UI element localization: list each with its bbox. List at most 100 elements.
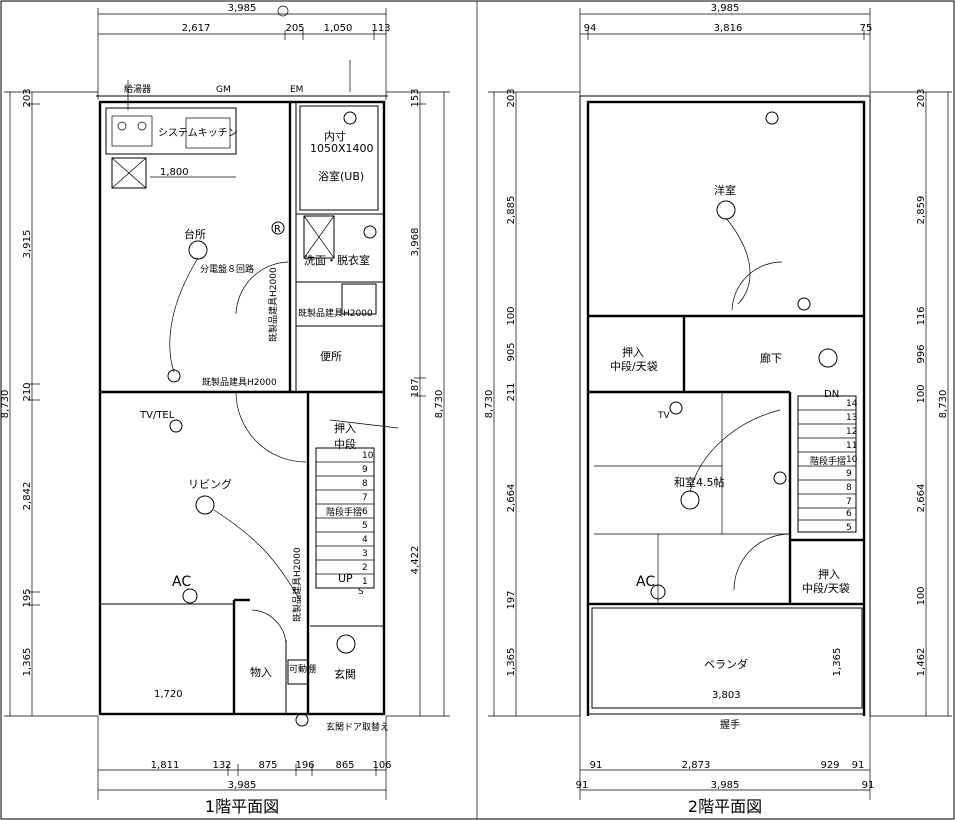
f2-dim-left-c: 100	[506, 306, 517, 325]
f1-dim-left-a: 203	[22, 88, 33, 107]
f1-dim-top-c: 1,050	[324, 23, 353, 34]
f2-closet-label: 押入	[622, 345, 644, 359]
f1-builtin-label-d: 既製品建具H2000	[291, 547, 303, 622]
f2-dim-bottom-b: 2,873	[682, 760, 711, 771]
f2-closet2-sub-label: 中段/天袋	[802, 581, 850, 595]
f1-dim-top-total: 3,985	[228, 3, 257, 14]
f1-staircase	[315, 419, 399, 589]
f1-s-mark: S	[358, 587, 364, 597]
f2-dim-right-a: 203	[916, 88, 927, 107]
f1-stair-step: 8	[362, 479, 368, 489]
f1-builtin-label-c: 既製品建具H2000	[202, 376, 277, 388]
f1-entrance-label: 玄関	[334, 667, 356, 681]
f2-tv-outlet-icon	[669, 401, 683, 415]
f1-dim-bottom-f: 106	[372, 760, 391, 771]
f1-system-kitchen-label: システムキッチン	[158, 127, 238, 139]
f1-water-heater-label: 給湯器	[124, 83, 151, 95]
f1-stair-step: 1	[362, 577, 368, 587]
f2-dim-right-b: 2,859	[916, 196, 927, 225]
f2-handrail-label: 階段手摺	[810, 455, 846, 467]
f2-dim-bottom-a: 91	[590, 760, 603, 771]
f2-veranda-label: ベランダ	[704, 657, 748, 671]
f2-exterior-wall	[586, 100, 866, 606]
f1-bath-size-2: 1050X1400	[310, 142, 374, 155]
f2-closet2-label: 押入	[818, 567, 840, 581]
f1-tv-tel-label: TV/TEL	[139, 410, 175, 421]
f2-veranda-height: 1,365	[832, 648, 843, 677]
f2-dim-bottom-e: 91	[576, 780, 589, 791]
f1-dim-left-e: 195	[22, 588, 33, 607]
f2-dim-top-c: 75	[860, 23, 873, 34]
f1-r-mark: R	[274, 224, 281, 235]
f1-bath-size-1: 内寸	[324, 129, 346, 143]
f1-dim-right-d: 4,422	[410, 546, 421, 575]
f2-ac-outlet-icon	[650, 584, 666, 600]
floor1-plan: 3,985 2,617 205 1,050 113 8,730 203 3,91…	[0, 3, 450, 816]
f1-middle-shelf-label: 中段	[334, 437, 356, 451]
f2-dn-label: DN	[824, 389, 839, 400]
f1-stair-step: 10	[362, 451, 374, 461]
f1-dim-left-d: 2,842	[22, 482, 33, 511]
f2-western-room-label: 洋室	[714, 183, 736, 197]
floor2-plan: 3,985 94 3,816 75 8,730 203 2,885 100 90…	[484, 3, 952, 816]
f1-living-light-icon	[195, 495, 215, 515]
f1-gm-label: GM	[216, 85, 231, 95]
f1-closet-label: 押入	[334, 421, 356, 435]
f1-dim-left-c: 210	[22, 382, 33, 401]
f1-dim-left-f: 1,365	[22, 648, 33, 677]
f2-railing-label: 握手	[720, 718, 740, 731]
f1-dim-bottom-a: 1,811	[151, 760, 180, 771]
f1-dim-bottom-b: 132	[212, 760, 231, 771]
f1-dim-right-a: 153	[410, 88, 421, 107]
f2-stair-step: 6	[846, 509, 852, 519]
f1-stair-step: 9	[362, 465, 368, 475]
f1-stair-step: 5	[362, 521, 368, 531]
f2-hallway-light-icon	[818, 348, 838, 368]
f1-stair-step: 2	[362, 563, 368, 573]
f2-stair-step: 12	[846, 427, 857, 437]
f2-dim-left-a: 203	[506, 88, 517, 107]
f2-dim-right-e: 100	[916, 384, 927, 403]
f1-storage-width: 1,720	[154, 689, 183, 700]
f2-dim-top-total: 3,985	[711, 3, 740, 14]
f2-dim-left-f: 2,664	[506, 484, 517, 513]
f1-entrance-light-icon	[336, 634, 356, 654]
f2-dim-left-d: 905	[506, 342, 517, 361]
f2-stair-step: 13	[846, 413, 857, 423]
f2-stair-step: 8	[846, 483, 852, 493]
f1-stair-step: 6	[362, 507, 368, 517]
f2-staircase	[797, 395, 857, 533]
f1-outlet-icon	[167, 369, 181, 383]
f1-dim-right-c: 187	[410, 378, 421, 397]
f2-dim-bottom-total: 3,985	[711, 780, 740, 791]
f2-dim-right-c: 116	[916, 306, 927, 325]
f1-washer	[341, 283, 377, 315]
f2-dim-top-a: 94	[584, 23, 597, 34]
f1-door-chime-icon	[295, 713, 309, 727]
f2-stair-step: 14	[846, 399, 858, 409]
f2-dim-bottom-d: 91	[852, 760, 865, 771]
f1-dim-top-d: 113	[371, 23, 390, 34]
f1-kitchen-label: 台所	[184, 227, 206, 241]
f2-stair-step: 10	[846, 455, 858, 465]
f1-north-mark-icon	[277, 5, 289, 17]
f1-stair-step: 7	[362, 493, 368, 503]
f2-western-light-icon	[716, 200, 736, 220]
f2-stair-step: 9	[846, 469, 852, 479]
f1-dim-right-b: 3,968	[410, 228, 421, 257]
f1-kitchen-counter	[105, 107, 237, 155]
f2-dim-left-b: 2,885	[506, 196, 517, 225]
f1-em-label: EM	[290, 85, 303, 95]
f2-dim-left-h: 1,365	[506, 648, 517, 677]
f2-japanese-light-icon	[680, 490, 700, 510]
f1-builtin-label-b: 既製品建具H2000	[267, 267, 279, 342]
f1-builtin-label-a: 既製品建具H2000	[298, 307, 373, 319]
f2-veranda-width: 3,803	[712, 690, 741, 701]
f1-dim-left-total: 8,730	[0, 390, 11, 419]
f1-dim-bottom-total: 3,985	[228, 780, 257, 791]
f2-stair-step: 7	[846, 497, 852, 507]
f1-breaker-label: 分電盤８回路	[200, 263, 254, 275]
f1-bath-unit	[299, 105, 379, 211]
f2-dim-right-f: 2,664	[916, 484, 927, 513]
f2-stair-step: 11	[846, 441, 857, 451]
